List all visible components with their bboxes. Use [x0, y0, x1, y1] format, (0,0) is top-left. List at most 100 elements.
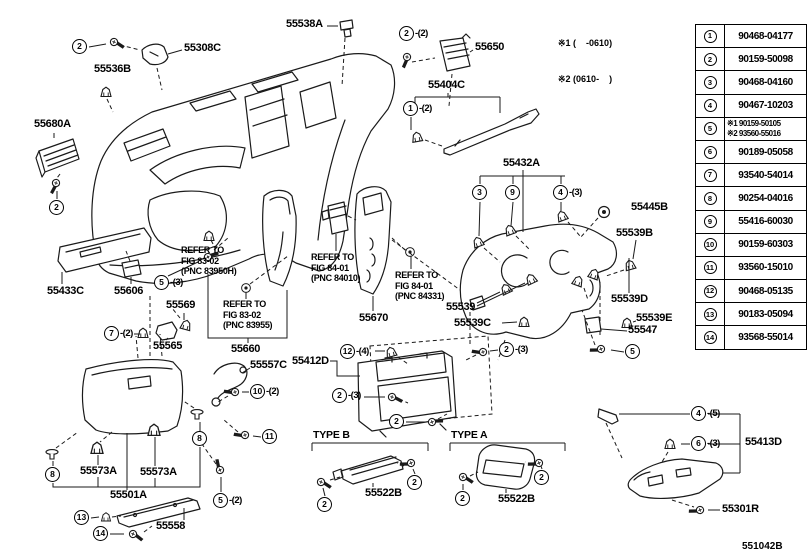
callout-2-radio-bottom[interactable]: 2	[389, 414, 404, 429]
part-label-55539[interactable]: 55539	[446, 301, 476, 313]
callout-8-glove-left[interactable]: 8	[45, 467, 60, 482]
ref-cell: 6	[696, 140, 725, 164]
callout-2-typeb-left[interactable]: 2	[317, 497, 332, 512]
callout-3-cluster[interactable]: 3	[472, 185, 487, 200]
part-label-55536B[interactable]: 55536B	[94, 63, 131, 75]
callout-7-clip[interactable]: 7-(2)	[104, 326, 133, 341]
part-label-55660[interactable]: 55660	[231, 343, 261, 355]
type-b-label: TYPE B	[313, 429, 350, 441]
screw-5r-drawing	[588, 343, 607, 357]
part-55557C-drawing	[201, 362, 262, 492]
part-label-55558[interactable]: 55558	[156, 520, 186, 532]
callout-11-screw[interactable]: 11	[262, 429, 277, 444]
ref-number: 6	[703, 145, 717, 159]
ref-number: 5	[703, 122, 717, 136]
callout-2-radio-left[interactable]: 2-(3)	[332, 388, 361, 403]
note-line-2: ※2 (0610- )	[558, 74, 613, 84]
part-label-55308C[interactable]: 55308C	[184, 42, 221, 54]
part-label-55606[interactable]: 55606	[114, 285, 144, 297]
part-number: 90189-05058	[738, 146, 793, 158]
ref-cell: 5	[696, 117, 725, 140]
part-label-55569[interactable]: 55569	[166, 299, 196, 311]
part-label-55522B-type-a[interactable]: 55522B	[498, 493, 535, 505]
part-label-55538A[interactable]: 55538A	[286, 18, 323, 30]
part-label-55539E[interactable]: 55539E	[636, 312, 673, 324]
callout-2-typea-left[interactable]: 2	[455, 491, 470, 506]
callout-9-cluster[interactable]: 9	[505, 185, 520, 200]
part-label-55539C[interactable]: 55539C	[454, 317, 491, 329]
part-label-55501A[interactable]: 55501A	[110, 489, 147, 501]
part-label-55650[interactable]: 55650	[475, 41, 505, 53]
part-label-55404C[interactable]: 55404C	[428, 79, 465, 91]
part-55670-drawing	[321, 186, 461, 311]
part-label-55573A-left[interactable]: 55573A	[80, 465, 117, 477]
part-label-55557C[interactable]: 55557C	[250, 359, 287, 371]
callout-2-register[interactable]: 2-(2)	[399, 26, 428, 41]
part-label-55522B-type-b[interactable]: 55522B	[365, 487, 402, 499]
part-label-55670[interactable]: 55670	[359, 312, 389, 324]
callout-4-lower-right[interactable]: 4-(5)	[691, 406, 720, 421]
callout-1-garnish[interactable]: 1-(2)	[403, 101, 432, 116]
callout-2-typea-right[interactable]: 2	[534, 470, 549, 485]
part-label-55433C[interactable]: 55433C	[47, 285, 84, 297]
callout-5-lower-panel[interactable]: 5-(3)	[154, 275, 183, 290]
part-label-55301R[interactable]: 55301R	[722, 503, 759, 515]
ref-cell: 9	[696, 210, 725, 233]
ref-cell: 3	[696, 71, 725, 94]
parts-table-row[interactable]: 6 90189-05058	[696, 139, 806, 164]
callout-12-radio[interactable]: 12-(4)	[340, 344, 369, 359]
callout-2-typeb-right[interactable]: 2	[407, 475, 422, 490]
part-label-55445B[interactable]: 55445B	[631, 201, 668, 213]
ref-number: 13	[703, 307, 717, 321]
part-55569-drawing	[179, 318, 193, 332]
part-label-55565[interactable]: 55565	[153, 340, 183, 352]
ref-cell: 10	[696, 233, 725, 256]
part-label-55539D[interactable]: 55539D	[611, 293, 648, 305]
ref-number: 4	[703, 99, 717, 113]
part-55680A-drawing	[35, 133, 80, 199]
part-number: 93540-54014	[738, 169, 793, 181]
parts-table-row[interactable]: 3 90468-04160	[696, 70, 806, 94]
callout-2-side-vent[interactable]: 2	[49, 200, 64, 215]
part-label-55680A[interactable]: 55680A	[34, 118, 71, 130]
callout-4-cluster[interactable]: 4-(3)	[553, 185, 582, 200]
part-55501A-drawing	[45, 333, 204, 490]
callout-2-radio-right[interactable]: 2-(3)	[499, 342, 528, 357]
part-label-55573A-right[interactable]: 55573A	[140, 466, 177, 478]
callout-10-check-strap[interactable]: 10-(2)	[250, 384, 279, 399]
production-date-notes: ※1 ( -0610) ※2 (0610- )	[558, 13, 612, 109]
callout-13-clip[interactable]: 13	[74, 510, 89, 525]
parts-table-row[interactable]: 5※1 90159-50105※2 93560-55016	[696, 116, 806, 140]
ref-cell: 1	[696, 25, 725, 48]
callout-5-cluster-screw[interactable]: 5	[625, 344, 640, 359]
part-label-55412D[interactable]: 55412D	[292, 355, 329, 367]
part-55539B-drawing	[623, 258, 637, 272]
callout-5-glove[interactable]: 5-(2)	[213, 493, 242, 508]
part-number: 90468-04160	[738, 76, 793, 88]
callout-14-screw[interactable]: 14	[93, 526, 108, 541]
part-label-55539B[interactable]: 55539B	[616, 227, 653, 239]
part-number: 90468-05135	[738, 285, 793, 297]
part-55558-drawing	[90, 497, 201, 543]
part-label-55547[interactable]: 55547	[628, 324, 658, 336]
callout-6-lower-right[interactable]: 6-(3)	[691, 436, 720, 451]
callout-8-glove-right[interactable]: 8	[192, 431, 207, 446]
callout-2-ip-top-left[interactable]: 2	[72, 39, 87, 54]
type-a-label: TYPE A	[451, 429, 488, 441]
part-label-55432A[interactable]: 55432A	[503, 157, 540, 169]
part-55606-drawing	[121, 250, 142, 278]
part-label-55413D[interactable]: 55413D	[745, 436, 782, 448]
